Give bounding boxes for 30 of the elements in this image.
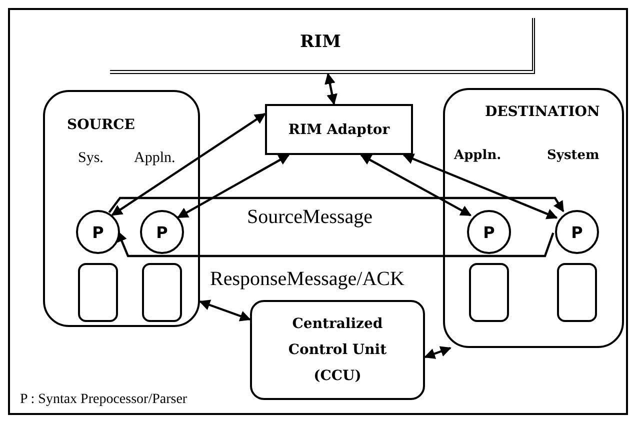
arrow <box>116 230 554 258</box>
arrow <box>198 300 252 322</box>
group-title: SOURCE <box>67 117 135 133</box>
group-title: DESTINATION <box>485 104 600 120</box>
parser-circle: P <box>555 210 599 254</box>
arrow <box>402 154 558 220</box>
system-group <box>43 90 200 327</box>
arrow <box>324 72 338 106</box>
component-label: Sys. <box>78 150 104 167</box>
component-label: System <box>547 148 600 163</box>
arrow <box>360 154 472 216</box>
parser-circle: P <box>76 210 120 254</box>
legend-note: P : Syntax Prepocessor/Parser <box>20 392 188 408</box>
parser-tube <box>142 263 182 322</box>
process-box: Centralized Control Unit (CCU) <box>250 300 425 400</box>
parser-tube <box>469 263 509 322</box>
arrow <box>108 196 564 214</box>
parser-circle: P <box>140 210 184 254</box>
arrow <box>111 112 266 216</box>
parser-circle: P <box>467 210 511 254</box>
system-group <box>443 88 624 348</box>
component-label: Appln. <box>454 148 502 163</box>
rim-bar <box>110 18 535 74</box>
parser-tube <box>557 263 597 322</box>
arrow <box>424 346 452 359</box>
process-box: RIM Adaptor <box>265 104 413 155</box>
component-label: Appln. <box>134 150 176 167</box>
arrow <box>177 154 290 218</box>
parser-tube <box>78 263 118 322</box>
rim-label: RIM <box>300 32 341 52</box>
